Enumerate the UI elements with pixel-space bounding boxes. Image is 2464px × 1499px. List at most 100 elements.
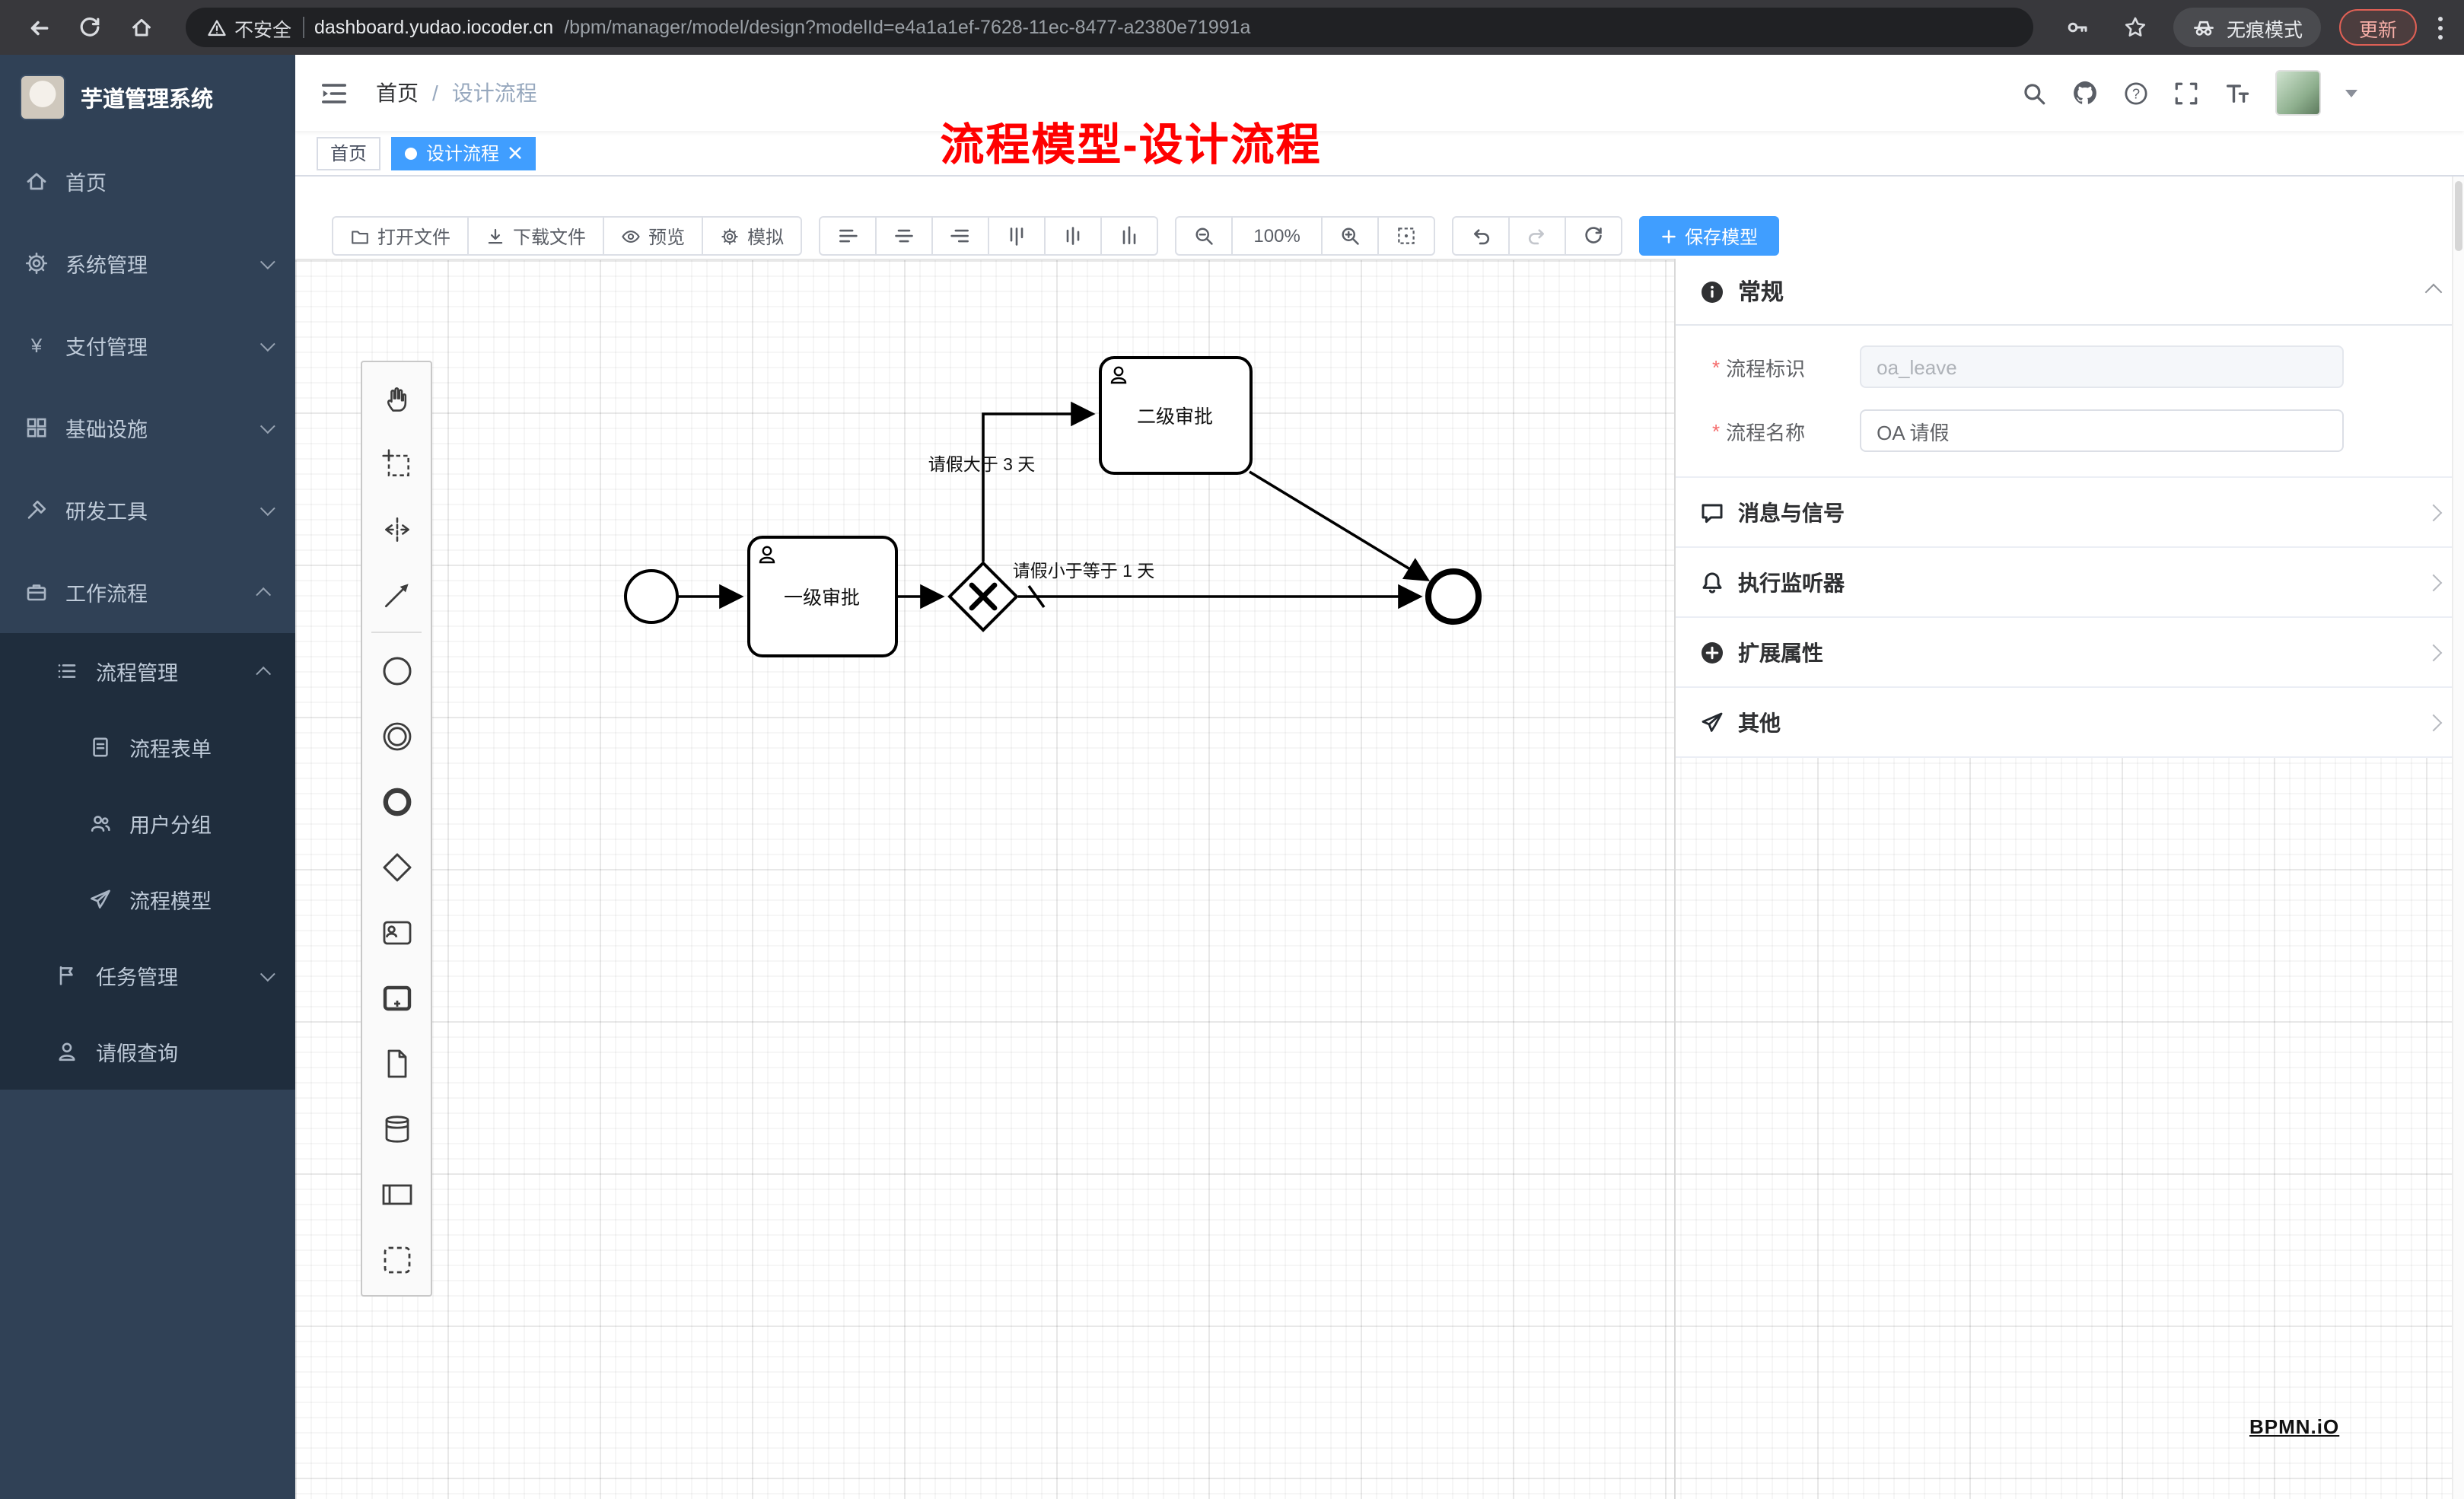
sidebar-item-home[interactable]: 首页 <box>0 140 295 222</box>
scrollbar[interactable] <box>2452 177 2464 1499</box>
required-mark: * <box>1712 419 1721 442</box>
chevron-up-icon <box>2424 282 2443 301</box>
zoom-reset-icon <box>1398 228 1415 244</box>
simulate-button[interactable]: 模拟 <box>702 216 803 256</box>
sidebar-item-task-mgmt[interactable]: 任务管理 <box>0 937 295 1014</box>
zoom-reset-button[interactable] <box>1377 216 1436 256</box>
sidebar-item-payment[interactable]: ¥ 支付管理 <box>0 304 295 387</box>
align-top-button[interactable] <box>988 216 1046 256</box>
flow-label-gt3[interactable]: 请假大于 3 天 <box>928 454 1036 474</box>
zoom-in-button[interactable] <box>1321 216 1380 256</box>
chevron-down-icon <box>259 253 275 269</box>
open-file-button[interactable]: 打开文件 <box>332 216 470 256</box>
sidebar-item-user-groups[interactable]: 用户分组 <box>0 785 295 861</box>
exclusive-gateway[interactable] <box>947 561 1019 632</box>
preview-button[interactable]: 预览 <box>603 216 704 256</box>
breadcrumb-home[interactable]: 首页 <box>376 81 419 105</box>
align-middle-button[interactable] <box>1044 216 1103 256</box>
search-icon[interactable] <box>2021 80 2047 106</box>
zoom-out-button[interactable] <box>1175 216 1234 256</box>
section-messages-signals[interactable]: 消息与信号 <box>1676 476 2464 546</box>
section-extended-properties[interactable]: 扩展属性 <box>1676 616 2464 686</box>
hand-tool[interactable] <box>362 365 431 431</box>
task-second-approval[interactable]: 二级审批 <box>1099 356 1253 475</box>
section-general[interactable]: 常规 <box>1676 259 2464 326</box>
create-data-store[interactable] <box>362 1096 431 1161</box>
redo-button[interactable] <box>1508 216 1567 256</box>
undo-button[interactable] <box>1452 216 1511 256</box>
lasso-tool[interactable] <box>362 431 431 496</box>
refresh-button[interactable] <box>1565 216 1623 256</box>
align-center-button[interactable] <box>875 216 934 256</box>
section-other[interactable]: 其他 <box>1676 686 2464 756</box>
create-participant[interactable] <box>362 1161 431 1227</box>
url-path: /bpm/manager/model/design?modelId=e4a1a1… <box>564 17 1251 38</box>
bookmark-star-icon[interactable] <box>2115 8 2155 47</box>
create-intermediate-event[interactable] <box>362 703 431 769</box>
sidebar-item-workflow[interactable]: 工作流程 <box>0 551 295 633</box>
process-name-input[interactable] <box>1860 409 2345 452</box>
help-icon[interactable]: ? <box>2123 80 2149 106</box>
reload-icon[interactable] <box>70 8 110 47</box>
sidebar-item-process-mgmt[interactable]: 流程管理 <box>0 633 295 709</box>
global-connect-tool[interactable] <box>362 562 431 627</box>
github-icon[interactable] <box>2071 79 2099 107</box>
align-left-button[interactable] <box>819 216 877 256</box>
create-start-event[interactable] <box>362 638 431 703</box>
end-event[interactable] <box>1425 568 1482 625</box>
back-icon[interactable] <box>18 8 58 47</box>
breadcrumb: 首页 / 设计流程 <box>376 78 537 108</box>
chevron-right-icon <box>2424 713 2443 731</box>
home-icon[interactable] <box>122 8 161 47</box>
sidebar-item-process-form[interactable]: 流程表单 <box>0 709 295 785</box>
fullscreen-icon[interactable] <box>2173 80 2199 106</box>
create-group[interactable] <box>362 1227 431 1292</box>
create-gateway[interactable] <box>362 834 431 899</box>
folder-icon <box>352 230 368 243</box>
annotation-title: 流程模型-设计流程 <box>940 122 1322 170</box>
font-size-icon[interactable] <box>2224 79 2251 107</box>
create-end-event[interactable] <box>362 769 431 834</box>
chevron-down-icon <box>259 500 275 516</box>
sidebar-item-process-model[interactable]: 流程模型 <box>0 861 295 937</box>
tab-design[interactable]: 设计流程 <box>391 136 536 170</box>
task-first-approval[interactable]: 一级审批 <box>747 536 898 657</box>
process-key-input[interactable] <box>1860 345 2345 388</box>
avatar-caret-icon[interactable] <box>2345 89 2357 97</box>
avatar[interactable] <box>2275 70 2321 116</box>
align-bottom-button[interactable] <box>1100 216 1159 256</box>
process-key-field: * 流程标识 <box>1676 345 2464 388</box>
scrollbar-thumb[interactable] <box>2455 181 2462 251</box>
incognito-icon <box>2194 21 2214 36</box>
save-model-button[interactable]: 保存模型 <box>1639 216 1780 256</box>
sidebar-item-devtools[interactable]: 研发工具 <box>0 469 295 551</box>
space-tool[interactable] <box>362 496 431 562</box>
flow-task2-to-end[interactable] <box>1249 470 1431 581</box>
flow-label-lte1[interactable]: 请假小于等于 1 天 <box>1013 561 1155 581</box>
bpmn-io-watermark[interactable]: BPMN.iO <box>2249 1415 2340 1438</box>
plus-icon <box>1662 229 1676 243</box>
sidebar-item-leave-query[interactable]: 请假查询 <box>0 1014 295 1090</box>
brand-title: 芋道管理系统 <box>81 88 213 112</box>
sidebar-item-infra[interactable]: 基础设施 <box>0 387 295 469</box>
create-user-task[interactable] <box>362 899 431 965</box>
start-event[interactable] <box>624 569 679 624</box>
home-icon <box>27 173 46 190</box>
create-call-activity[interactable] <box>362 965 431 1030</box>
sidebar-collapse-icon[interactable] <box>320 78 349 107</box>
close-icon[interactable] <box>508 146 522 160</box>
sidebar-item-system[interactable]: 系统管理 <box>0 222 295 304</box>
url-bar[interactable]: 不安全 dashboard.yudao.iocoder.cn /bpm/mana… <box>186 8 2033 47</box>
tab-home[interactable]: 首页 <box>317 136 381 170</box>
breadcrumb-current: 设计流程 <box>451 81 537 105</box>
create-data-object[interactable] <box>362 1030 431 1096</box>
chrome-update-button[interactable]: 更新 <box>2338 9 2417 46</box>
section-execution-listener[interactable]: 执行监听器 <box>1676 546 2464 616</box>
security-warning[interactable]: 不安全 <box>207 13 291 42</box>
align-right-button[interactable] <box>931 216 990 256</box>
browser-menu-icon[interactable] <box>2435 13 2446 42</box>
key-icon[interactable] <box>2058 8 2097 47</box>
align-top-icon <box>1010 228 1023 246</box>
flow-gateway-to-task2[interactable] <box>982 401 1096 562</box>
download-file-button[interactable]: 下载文件 <box>467 216 605 256</box>
